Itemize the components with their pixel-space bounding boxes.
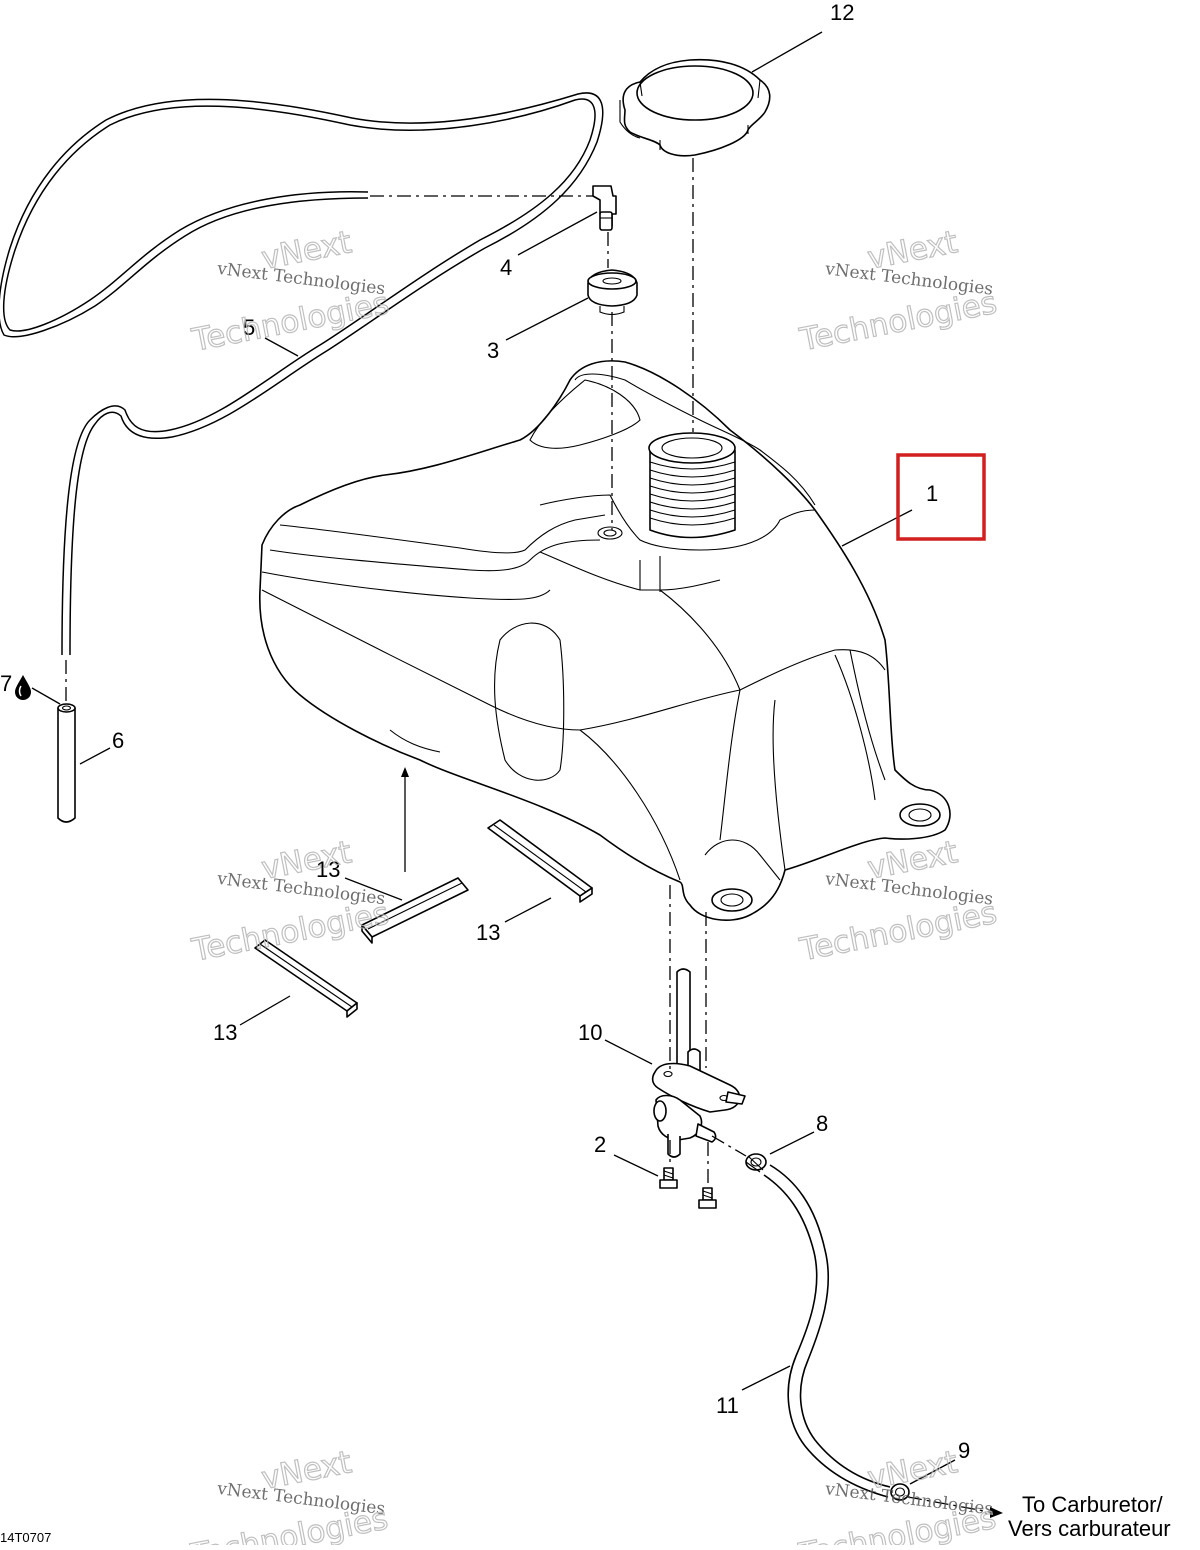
highlight-box	[896, 453, 986, 541]
callout-13-b: 13	[476, 920, 500, 945]
alignment-lines	[65, 158, 991, 1513]
callout-7: 7	[0, 671, 12, 696]
destination-line-1: To Carburetor/	[1022, 1492, 1164, 1517]
watermark-middle-left: vNext vNext Technologies Technologies	[188, 834, 393, 970]
watermark-top-left: vNext vNext Technologies Technologies	[188, 224, 393, 360]
callout-10: 10	[578, 1020, 602, 1045]
fuel-line-part-11	[763, 1164, 891, 1498]
fuel-cap-part-12	[619, 58, 771, 157]
callout-2: 2	[594, 1132, 606, 1157]
destination-label: To Carburetor/ Vers carburateur	[1008, 1492, 1171, 1541]
insertion-arrow	[401, 767, 409, 872]
callout-4: 4	[500, 255, 512, 280]
hose-piece-part-6	[57, 703, 76, 823]
watermark-bottom-left: vNext vNext Technologies Technologies	[187, 1444, 392, 1550]
callout-12: 12	[830, 0, 854, 25]
callout-1: 1	[926, 481, 938, 506]
svg-text:Technologies: Technologies	[796, 895, 999, 969]
fuel-tank-part-1	[259, 360, 951, 921]
drop-icon	[15, 675, 31, 700]
document-id: 14T0707	[0, 1530, 51, 1545]
callout-5: 5	[243, 315, 255, 340]
svg-text:Technologies: Technologies	[189, 285, 392, 359]
grommet-part-3	[587, 269, 638, 316]
callouts: 12 4 3 5 1 7 6 13 13 13 10 2 8 11 9	[0, 0, 970, 1463]
callout-3: 3	[487, 338, 499, 363]
callout-8: 8	[816, 1111, 828, 1136]
callout-9: 9	[958, 1438, 970, 1463]
vent-hose-part-5	[0, 92, 604, 656]
watermark-top-right: vNext vNext Technologies Technologies	[796, 224, 1001, 359]
destination-arrow	[990, 1507, 1003, 1518]
destination-line-2: Vers carburateur	[1008, 1516, 1171, 1541]
clamp-part-9	[890, 1483, 910, 1501]
callout-11: 11	[716, 1393, 739, 1418]
callout-13-a: 13	[316, 857, 340, 882]
fuel-valve-part-10	[651, 968, 746, 1158]
leader-lines	[79, 31, 956, 1485]
callout-6: 6	[112, 728, 124, 753]
foam-strips-part-13	[254, 819, 593, 1018]
clamp-part-8	[745, 1153, 767, 1173]
vent-fitting-part-4	[592, 185, 617, 231]
callout-13-c: 13	[213, 1020, 237, 1045]
screws-part-2	[659, 1167, 717, 1209]
svg-text:Technologies: Technologies	[796, 285, 999, 359]
